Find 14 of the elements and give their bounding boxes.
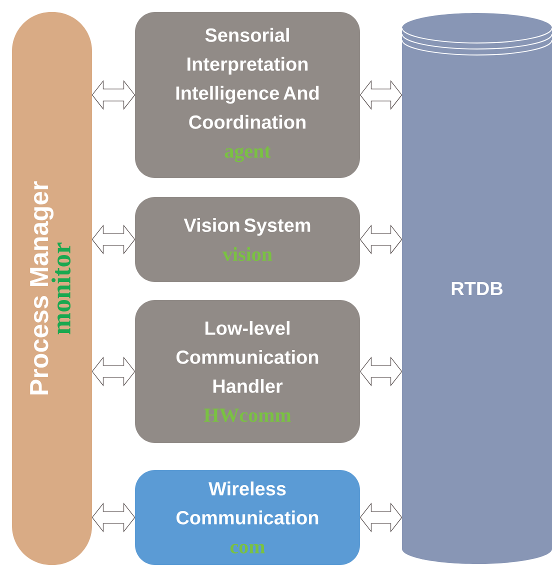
process-box: Sensorial Interpretation Intelligence And Coordination agent	[135, 12, 360, 178]
process-box: Low-level Communication Handler HWcomm	[135, 300, 360, 443]
process-manager-bar: Process Manager monitor	[12, 12, 92, 565]
process-box: Wireless Communication com	[135, 470, 360, 565]
double-arrow	[360, 80, 402, 110]
process-box: Vision System vision	[135, 197, 360, 282]
double-arrow	[92, 356, 136, 386]
double-arrow	[360, 356, 402, 386]
double-arrow	[360, 502, 402, 532]
database-cylinder: RTDB	[402, 13, 552, 564]
double-arrow	[92, 502, 136, 532]
double-arrow	[92, 80, 136, 110]
double-arrow	[360, 224, 402, 254]
double-arrow	[92, 224, 136, 254]
